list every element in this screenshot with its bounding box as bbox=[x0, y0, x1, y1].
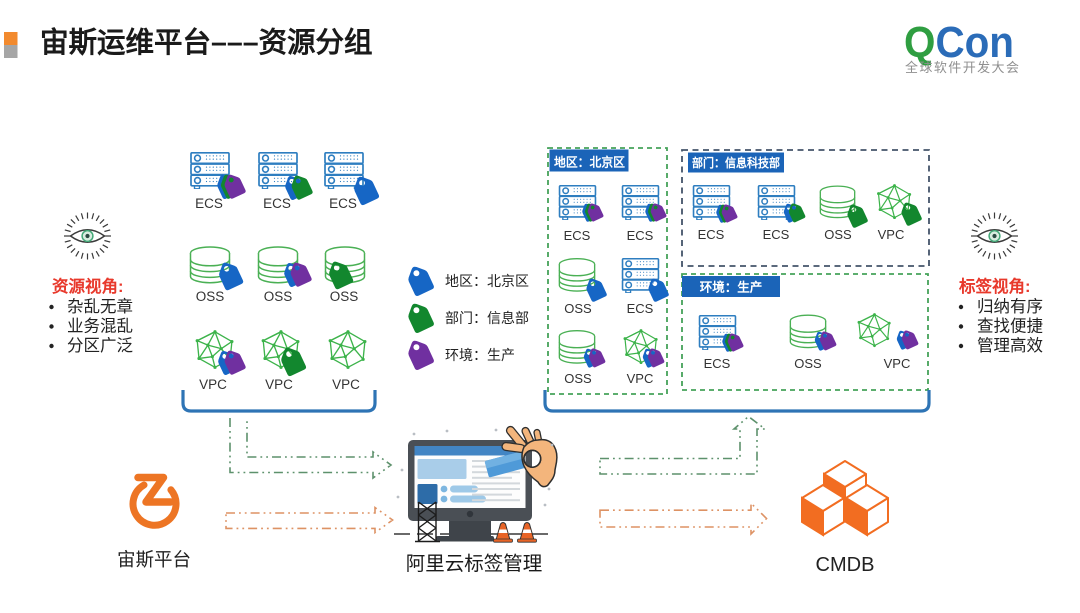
svg-text:地区：北京区: 地区：北京区 bbox=[554, 155, 625, 170]
svg-text:部门：信息部: 部门：信息部 bbox=[445, 310, 529, 326]
svg-text:VPC: VPC bbox=[265, 377, 293, 392]
svg-text:VPC: VPC bbox=[884, 356, 911, 371]
svg-text:全球软件开发大会: 全球软件开发大会 bbox=[905, 60, 1019, 75]
svg-text:OSS: OSS bbox=[564, 301, 592, 316]
svg-text:管理高效: 管理高效 bbox=[977, 336, 1043, 355]
svg-text:标签视角:: 标签视角: bbox=[959, 276, 1031, 296]
svg-text:ECS: ECS bbox=[263, 196, 291, 211]
svg-text:VPC: VPC bbox=[332, 377, 360, 392]
svg-text:分区广泛: 分区广泛 bbox=[67, 336, 133, 355]
svg-text:VPC: VPC bbox=[627, 371, 654, 386]
svg-text:杂乱无章: 杂乱无章 bbox=[67, 297, 133, 316]
svg-text:VPC: VPC bbox=[878, 227, 905, 242]
svg-text:OSS: OSS bbox=[824, 227, 852, 242]
svg-text:CMDB: CMDB bbox=[816, 554, 875, 576]
svg-text:ECS: ECS bbox=[195, 196, 223, 211]
svg-text:ECS: ECS bbox=[704, 356, 731, 371]
svg-text:归纳有序: 归纳有序 bbox=[977, 297, 1043, 316]
svg-text:ECS: ECS bbox=[627, 228, 654, 243]
svg-text:部门：信息科技部: 部门：信息科技部 bbox=[692, 155, 780, 170]
svg-text:OSS: OSS bbox=[564, 371, 592, 386]
svg-text:环境：生产: 环境：生产 bbox=[445, 347, 515, 363]
svg-text:OSS: OSS bbox=[330, 289, 359, 304]
svg-text:ECS: ECS bbox=[763, 227, 790, 242]
svg-text:ECS: ECS bbox=[564, 228, 591, 243]
svg-text:地区：北京区: 地区：北京区 bbox=[445, 273, 529, 289]
svg-text:阿里云标签管理: 阿里云标签管理 bbox=[406, 553, 543, 575]
svg-text:OSS: OSS bbox=[794, 356, 822, 371]
svg-text:ECS: ECS bbox=[329, 196, 357, 211]
svg-text:OSS: OSS bbox=[196, 289, 225, 304]
svg-text:宙斯运维平台–––资源分组: 宙斯运维平台–––资源分组 bbox=[40, 26, 373, 59]
svg-text:资源视角:: 资源视角: bbox=[52, 276, 124, 296]
svg-text:QCon: QCon bbox=[904, 18, 1014, 67]
svg-text:查找便捷: 查找便捷 bbox=[977, 317, 1043, 336]
svg-text:ECS: ECS bbox=[698, 227, 725, 242]
svg-text:ECS: ECS bbox=[627, 301, 654, 316]
svg-text:环境：生产: 环境：生产 bbox=[700, 280, 763, 295]
svg-text:OSS: OSS bbox=[264, 289, 293, 304]
svg-text:宙斯平台: 宙斯平台 bbox=[117, 549, 191, 570]
svg-text:VPC: VPC bbox=[199, 377, 227, 392]
svg-text:业务混乱: 业务混乱 bbox=[67, 317, 133, 336]
